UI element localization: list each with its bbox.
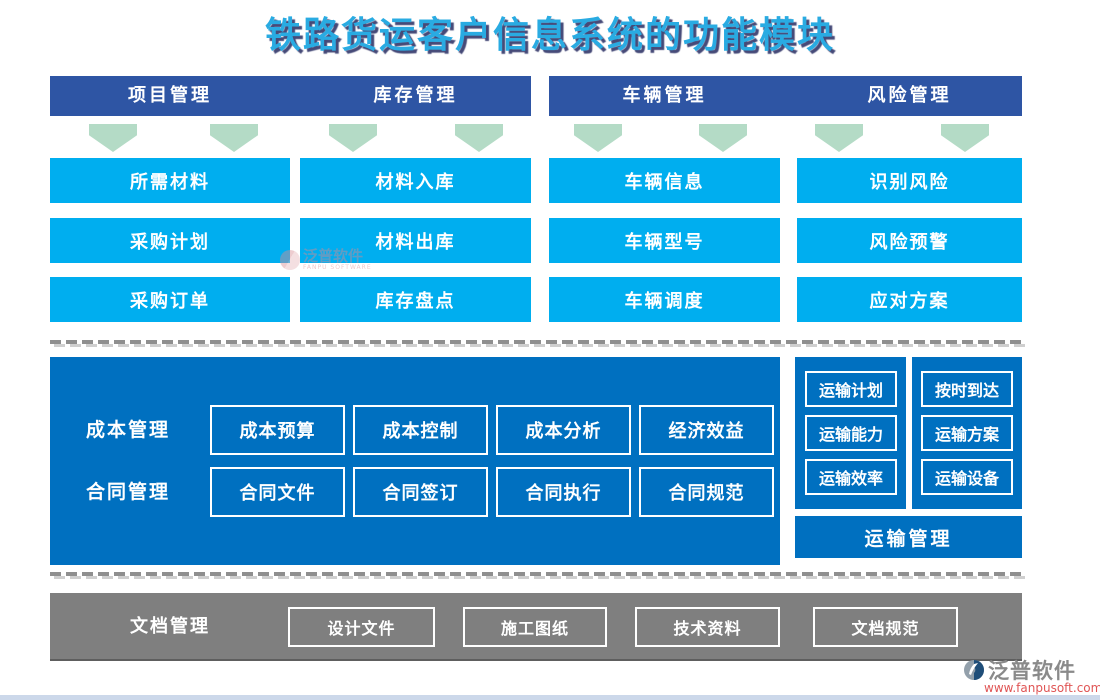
fanpu-logo-url: www.fanpusoft.com: [984, 681, 1100, 695]
dashed-divider: [50, 572, 1026, 580]
module-box-vehicle-dispatch: 车辆调度: [549, 277, 780, 322]
header-bar-left: [50, 76, 531, 116]
module-box-material-inbound: 材料入库: [300, 158, 531, 203]
down-arrow-icon: [815, 124, 863, 152]
module-box-vehicle-info: 车辆信息: [549, 158, 780, 203]
box-transport-efficiency: 运输效率: [805, 459, 897, 495]
fanpu-logo-text: 泛普软件: [988, 659, 1076, 683]
watermark-subtext: FANPU SOFTWARE: [303, 264, 372, 271]
module-box-purchase-plan: 采购计划: [50, 218, 290, 263]
box-construction-drawing: 施工图纸: [463, 607, 607, 647]
down-arrow-icon: [941, 124, 989, 152]
label-contract-management: 合同管理: [85, 481, 170, 503]
header-bar-right: [549, 76, 1022, 116]
header-risk-management: 风险管理: [867, 85, 952, 106]
box-technical-data: 技术资料: [635, 607, 780, 647]
box-contract-standard: 合同规范: [639, 467, 774, 517]
label-document-management: 文档管理: [130, 616, 210, 637]
box-transport-plan: 运输计划: [805, 371, 897, 407]
box-design-file: 设计文件: [288, 607, 435, 647]
down-arrow-icon: [89, 124, 137, 152]
box-on-time-arrival: 按时到达: [921, 371, 1013, 407]
bottom-strip: [0, 695, 1100, 700]
module-box-vehicle-model: 车辆型号: [549, 218, 780, 263]
box-economic-benefit: 经济效益: [639, 405, 774, 455]
header-project-management: 项目管理: [128, 85, 212, 106]
down-arrow-icon: [329, 124, 377, 152]
down-arrow-icon: [699, 124, 747, 152]
header-vehicle-management: 车辆管理: [622, 85, 707, 106]
box-transport-equipment: 运输设备: [921, 459, 1013, 495]
cost-contract-panel: [50, 357, 780, 565]
box-document-standard: 文档规范: [813, 607, 958, 647]
page-title: 铁路货运客户信息系统的功能模块: [264, 15, 835, 56]
box-cost-budget: 成本预算: [210, 405, 345, 455]
module-box-purchase-order: 采购订单: [50, 277, 290, 322]
header-inventory-management: 库存管理: [373, 85, 458, 106]
down-arrow-icon: [455, 124, 503, 152]
box-cost-control: 成本控制: [353, 405, 488, 455]
module-box-required-materials: 所需材料: [50, 158, 290, 203]
module-box-risk-warning: 风险预警: [797, 218, 1022, 263]
label-transport-management: 运输管理: [795, 516, 1022, 558]
box-cost-analysis: 成本分析: [496, 405, 631, 455]
dashed-divider: [50, 340, 1026, 348]
module-box-material-outbound: 材料出库: [300, 218, 531, 263]
label-cost-management: 成本管理: [85, 419, 170, 441]
down-arrow-icon: [574, 124, 622, 152]
module-box-risk-response: 应对方案: [797, 277, 1022, 322]
box-contract-execution: 合同执行: [496, 467, 631, 517]
box-contract-file: 合同文件: [210, 467, 345, 517]
fanpu-logo-icon: [963, 659, 985, 681]
module-box-stock-count: 库存盘点: [300, 277, 531, 322]
down-arrow-icon: [210, 124, 258, 152]
box-contract-signing: 合同签订: [353, 467, 488, 517]
box-transport-capacity: 运输能力: [805, 415, 897, 451]
module-box-risk-identify: 识别风险: [797, 158, 1022, 203]
box-transport-scheme: 运输方案: [921, 415, 1013, 451]
